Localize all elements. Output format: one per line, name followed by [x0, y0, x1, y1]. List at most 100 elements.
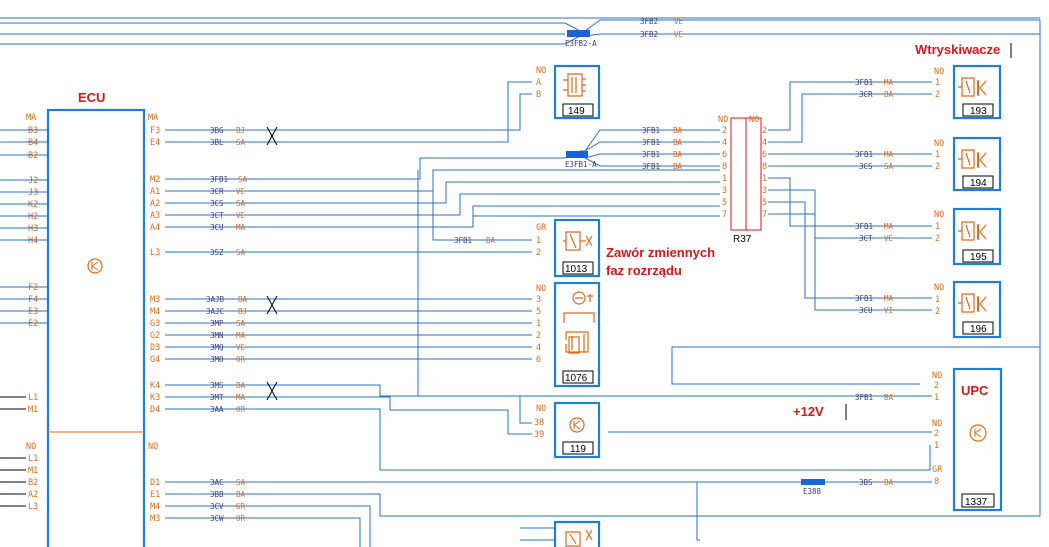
top-wire-2-color: VE [674, 30, 684, 39]
svg-text:1: 1 [536, 236, 541, 246]
svg-text:2: 2 [935, 307, 940, 317]
svg-text:1: 1 [935, 78, 940, 88]
svg-text:M1: M1 [28, 405, 38, 415]
border-wires [0, 17, 1041, 385]
component-1013: 1013 GR 1 2 [536, 218, 601, 278]
svg-text:3FB1: 3FB1 [642, 150, 660, 159]
svg-text:OR: OR [236, 405, 246, 414]
upc-feed-wires [608, 346, 932, 483]
svg-text:NO: NO [934, 67, 944, 77]
svg-text:3CS: 3CS [859, 162, 873, 171]
svg-text:L1: L1 [28, 393, 38, 403]
svg-text:A: A [536, 78, 541, 88]
svg-text:BA: BA [884, 90, 894, 99]
svg-text:5: 5 [536, 307, 541, 317]
svg-text:BJ: BJ [236, 126, 245, 135]
svg-text:3MS: 3MS [210, 381, 224, 390]
svg-text:M3: M3 [150, 514, 160, 524]
svg-text:NO: NO [749, 115, 759, 125]
svg-text:A1: A1 [150, 187, 160, 197]
svg-text:3BS: 3BS [859, 478, 873, 487]
svg-text:39: 39 [534, 430, 544, 440]
svg-text:MA: MA [884, 150, 894, 159]
svg-text:BA: BA [884, 393, 894, 402]
svg-text:2: 2 [935, 162, 940, 172]
svg-text:MA: MA [148, 113, 158, 123]
svg-text:3CR: 3CR [859, 90, 873, 99]
svg-text:BA: BA [673, 150, 683, 159]
svg-text:B: B [536, 90, 541, 100]
svg-text:3: 3 [762, 186, 767, 196]
svg-text:BA: BA [673, 126, 683, 135]
vvt-label-line1: Zawór zmiennych [606, 245, 715, 260]
svg-text:SA: SA [236, 248, 246, 257]
svg-text:K2: K2 [28, 200, 38, 210]
ecu-title: ECU [78, 90, 105, 105]
svg-text:3FB1: 3FB1 [454, 236, 472, 245]
component-149: 149 NO A B [536, 64, 601, 120]
svg-text:3MP: 3MP [210, 319, 224, 328]
svg-text:M1: M1 [28, 466, 38, 476]
svg-text:M4: M4 [150, 307, 160, 317]
svg-text:3CU: 3CU [859, 306, 873, 315]
svg-text:NO: NO [718, 115, 728, 125]
svg-text:3: 3 [536, 295, 541, 305]
svg-text:4: 4 [536, 343, 541, 353]
svg-text:D1: D1 [150, 478, 160, 488]
svg-text:OR: OR [236, 514, 246, 523]
svg-text:H4: H4 [28, 236, 38, 246]
svg-text:NO: NO [148, 442, 158, 452]
svg-text:3AJB: 3AJB [206, 295, 225, 304]
wire-3fb1-upc [417, 170, 932, 397]
svg-text:3CS: 3CS [210, 199, 224, 208]
r37-ref: R37 [733, 234, 752, 245]
svg-text:1: 1 [934, 393, 939, 403]
svg-text:L3: L3 [150, 248, 160, 258]
component-1076: 1076 NO 3 5 1 2 4 6 [536, 281, 601, 388]
svg-text:NO: NO [932, 371, 942, 381]
svg-text:BJ: BJ [238, 307, 247, 316]
svg-text:3MO: 3MO [210, 355, 224, 364]
top-wire-1-color: VE [674, 17, 684, 26]
svg-text:3FB1: 3FB1 [642, 138, 660, 147]
svg-text:NO: NO [536, 404, 546, 414]
svg-text:NO: NO [934, 139, 944, 149]
svg-text:119: 119 [570, 444, 586, 455]
svg-text:1: 1 [722, 174, 727, 184]
svg-text:MA: MA [236, 331, 246, 340]
svg-text:NO: NO [536, 284, 546, 294]
svg-text:SA: SA [236, 478, 246, 487]
svg-text:3FB1: 3FB1 [855, 294, 873, 303]
svg-text:B3: B3 [28, 126, 38, 136]
svg-text:MA: MA [236, 393, 246, 402]
svg-text:7: 7 [762, 210, 767, 220]
svg-text:1: 1 [935, 222, 940, 232]
svg-text:196: 196 [970, 324, 987, 335]
svg-text:B4: B4 [28, 138, 38, 148]
svg-text:3: 3 [722, 186, 727, 196]
svg-text:G3: G3 [150, 319, 160, 329]
r37-injector-wires [768, 81, 932, 311]
svg-text:1: 1 [536, 319, 541, 329]
svg-text:B2: B2 [28, 151, 38, 161]
svg-text:M3: M3 [150, 295, 160, 305]
svg-text:3CW: 3CW [210, 514, 224, 523]
svg-text:2: 2 [536, 248, 541, 258]
svg-text:VE: VE [236, 187, 246, 196]
plus12v-label: +12V [793, 404, 824, 419]
svg-text:3CV: 3CV [210, 502, 224, 511]
svg-text:L1: L1 [28, 454, 38, 464]
svg-text:GR: GR [236, 502, 246, 511]
splice-e3fb2-label: E3FB2-A [565, 39, 597, 48]
svg-text:F2: F2 [28, 283, 38, 293]
svg-text:1076: 1076 [565, 373, 588, 384]
svg-text:GR: GR [932, 465, 943, 475]
svg-text:NO: NO [934, 210, 944, 220]
svg-text:K3: K3 [150, 393, 160, 403]
splice-e3fb1: E3FB1-A [564, 129, 720, 169]
svg-text:3CT: 3CT [859, 234, 873, 243]
svg-text:H3: H3 [28, 224, 38, 234]
svg-text:D4: D4 [150, 405, 160, 415]
svg-text:BA: BA [238, 295, 248, 304]
